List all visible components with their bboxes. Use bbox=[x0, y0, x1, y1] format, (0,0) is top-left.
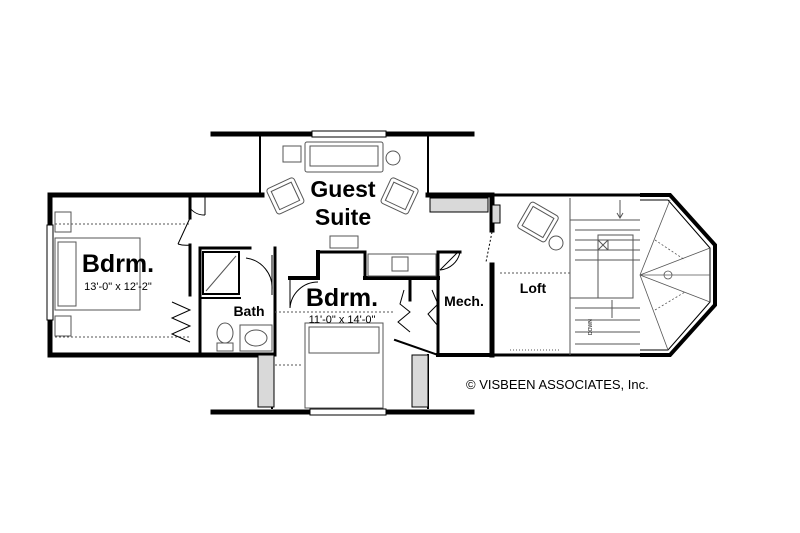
stair-down-label: DOWN bbox=[588, 319, 594, 335]
center-bedroom-size: 11'-0" x 14'-0" bbox=[309, 314, 376, 326]
center-bedroom-furniture bbox=[275, 311, 395, 409]
guest-suite-label-line1: Guest bbox=[310, 176, 376, 202]
left-bedroom-size: 13'-0" x 12'-2" bbox=[84, 281, 152, 293]
guest-suite-label-line2: Suite bbox=[315, 204, 371, 230]
loft-label: Loft bbox=[520, 280, 547, 296]
guest-suite-furniture bbox=[266, 141, 419, 249]
bath-label: Bath bbox=[233, 303, 264, 319]
staircase bbox=[569, 198, 640, 355]
copyright-credit: © VISBEEN ASSOCIATES, Inc. bbox=[466, 377, 649, 392]
left-bedroom-furniture bbox=[54, 211, 190, 338]
left-bedroom-name: Bdrm. bbox=[82, 250, 154, 278]
wall-fills bbox=[257, 197, 501, 408]
bay-window bbox=[639, 193, 717, 357]
doors bbox=[177, 197, 493, 309]
kitchenette bbox=[367, 253, 437, 277]
center-bedroom-name: Bdrm. bbox=[306, 284, 378, 312]
closet-doors bbox=[170, 289, 439, 343]
bath-fixtures bbox=[202, 251, 273, 352]
mech-label: Mech. bbox=[444, 293, 484, 309]
windows bbox=[46, 130, 387, 416]
loft-furniture bbox=[500, 201, 570, 351]
